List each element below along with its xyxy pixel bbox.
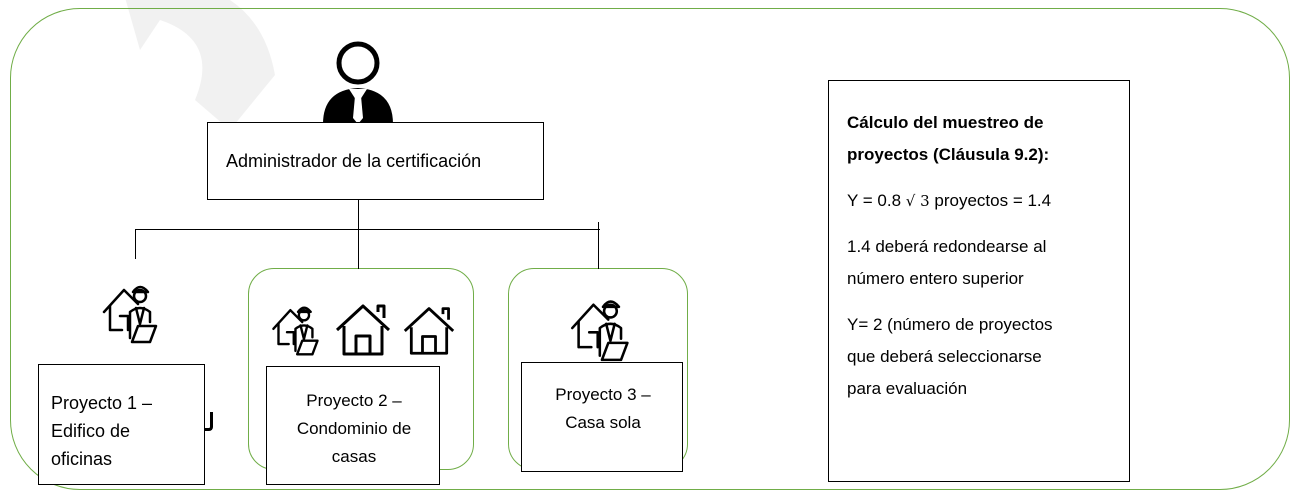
house-inspector-icon xyxy=(102,285,158,344)
project-2-box: Proyecto 2 – Condominio de casas xyxy=(266,366,440,485)
connector-horizontal xyxy=(135,229,600,230)
project-3-line2: Casa sola xyxy=(565,413,641,432)
result-line2: que deberá seleccionarse xyxy=(847,347,1042,366)
admin-box: Administrador de la certificación xyxy=(207,122,544,200)
formula-prefix: Y = 0.8 xyxy=(847,191,902,210)
person-icon xyxy=(323,41,393,124)
connector-left-drop xyxy=(135,229,136,259)
result-line1: Y= 2 (número de proyectos xyxy=(847,315,1053,334)
calc-result: Y= 2 (número de proyectos que deberá sel… xyxy=(847,309,1119,405)
calc-formula: Y = 0.8 √ 3 proyectos = 1.4 xyxy=(847,185,1119,217)
connector-mid-drop xyxy=(358,229,359,269)
project-3-box: Proyecto 3 – Casa sola xyxy=(521,362,683,472)
project-1-line3: oficinas xyxy=(51,449,113,469)
project-1-box: Proyecto 1 – Edifico de oficinas xyxy=(38,364,205,485)
formula-root: √ 3 xyxy=(905,192,930,210)
house-inspector-icon xyxy=(570,300,629,362)
calculation-box: Cálculo del muestreo de proyectos (Cláus… xyxy=(828,80,1130,482)
project-2-line3: casas xyxy=(331,447,377,466)
watermark-letter xyxy=(125,0,275,130)
house-inspector-icon xyxy=(272,306,319,356)
project-2-line2: Condominio de xyxy=(296,419,412,438)
calc-rounding: 1.4 deberá redondearse al número entero … xyxy=(847,231,1119,295)
formula-suffix: proyectos = 1.4 xyxy=(934,191,1052,210)
calc-title-line1: Cálculo del muestreo de xyxy=(847,113,1044,132)
stray-mark xyxy=(204,412,213,431)
admin-label: Administrador de la certificación xyxy=(226,151,482,171)
connector-admin-down xyxy=(358,198,359,230)
rounding-line2: número entero superior xyxy=(847,269,1024,288)
project-3-line1: Proyecto 3 – xyxy=(555,385,651,404)
house-icon xyxy=(335,304,391,356)
calc-title-line2: proyectos (Cláusula 9.2): xyxy=(847,145,1050,164)
project-1-line1: Proyecto 1 – xyxy=(51,393,153,413)
house-icon xyxy=(403,307,455,355)
project-1-line2: Edifico de xyxy=(51,421,131,441)
project-2-line1: Proyecto 2 – xyxy=(306,391,402,410)
calc-title: Cálculo del muestreo de proyectos (Cláus… xyxy=(847,107,1119,171)
outer-frame xyxy=(10,8,1290,490)
rounding-line1: 1.4 deberá redondearse al xyxy=(847,237,1047,256)
connector-right-drop xyxy=(598,222,599,269)
result-line3: para evaluación xyxy=(847,379,968,398)
